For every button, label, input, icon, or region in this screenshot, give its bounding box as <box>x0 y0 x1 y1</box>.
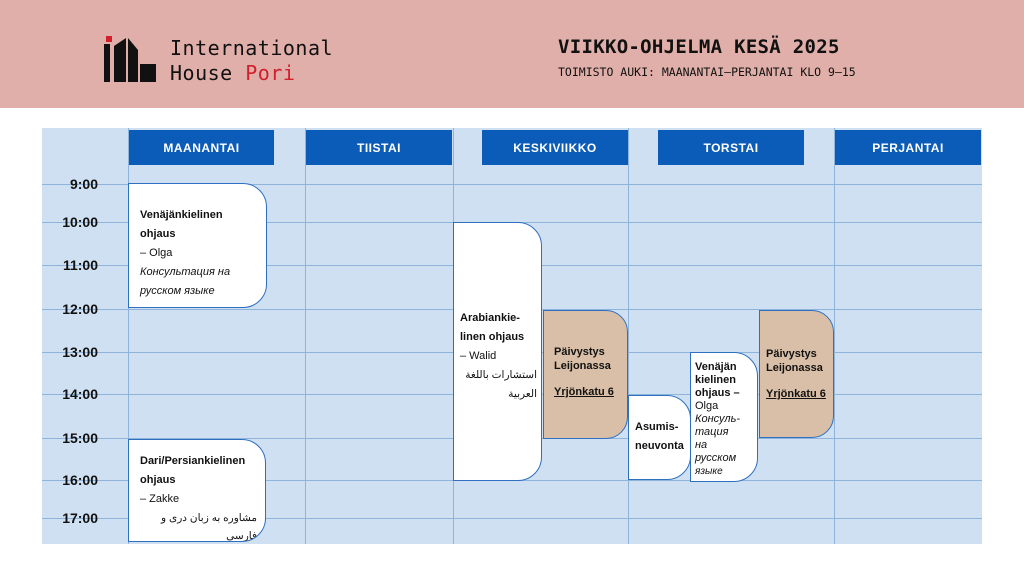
event-title: linen ohjaus <box>460 331 525 343</box>
time-label: 15:00 <box>62 430 98 446</box>
event-title: Leijonassa <box>554 360 611 372</box>
event-address-link[interactable]: Yrjönkatu 6 <box>554 386 614 398</box>
time-label: 9:00 <box>69 176 98 192</box>
event-russian-guidance-monday[interactable]: Venäjänkielinen ohjaus – Olga Консультац… <box>128 183 267 308</box>
page-subtitle: TOIMISTO AUKI: MAANANTAI–PERJANTAI KLO 9… <box>558 65 856 79</box>
event-title: Venäjänkielinen ohjaus <box>140 209 223 240</box>
day-header-thursday: TORSTAI <box>658 130 804 165</box>
event-presenter: Olga <box>695 400 719 412</box>
event-title: Dari/Persiankielinen ohjaus <box>140 455 246 486</box>
gridline <box>42 518 982 519</box>
event-native-text: тация <box>695 426 729 438</box>
event-arabic-guidance-wednesday[interactable]: Arabiankie- linen ohjaus – Walid استشارا… <box>453 222 542 481</box>
event-native-text: языке <box>695 466 723 477</box>
event-presenter: – Walid <box>460 350 497 362</box>
logo-line2: House Pori <box>170 61 333 86</box>
time-label: 11:00 <box>62 257 98 273</box>
event-presenter: – Zakke <box>140 493 180 505</box>
event-presenter: – Olga <box>140 247 173 259</box>
event-title: Leijonassa <box>766 362 823 374</box>
event-russian-guidance-thursday[interactable]: Venäjän kielinen ohjaus – Olga Консуль- … <box>690 352 758 482</box>
time-label: 12:00 <box>62 301 98 317</box>
event-native-text: مشاوره به زبان دری و فارسی <box>161 512 257 542</box>
logo-wordmark: International House Pori <box>170 36 333 86</box>
event-title: kielinen <box>695 374 736 386</box>
gridline <box>834 128 835 544</box>
event-title: Päivystys <box>554 346 605 358</box>
event-native-text: Консуль- <box>695 413 741 425</box>
house-logo-icon <box>104 36 156 82</box>
logo-word-house: House <box>170 61 233 85</box>
day-header-friday: PERJANTAI <box>835 130 981 165</box>
event-title: Asumis- <box>635 421 679 433</box>
logo-line1: International <box>170 36 334 60</box>
event-title: neuvonta <box>635 440 684 452</box>
event-native-text: русском <box>695 452 737 464</box>
header-banner: International House Pori VIIKKO-OHJELMA … <box>0 0 1024 108</box>
event-dari-persian-guidance-monday[interactable]: Dari/Persiankielinen ohjaus – Zakke مشاو… <box>128 439 266 542</box>
gridline <box>42 184 982 185</box>
event-native-text: на <box>695 439 708 451</box>
time-label: 14:00 <box>62 386 98 402</box>
event-native-text: русском языке <box>140 285 215 297</box>
event-native-text: Консультация на <box>140 266 231 278</box>
time-label: 13:00 <box>62 344 98 360</box>
logo-word-pori: Pori <box>245 61 296 85</box>
page-title: VIIKKO-OHJELMA KESÄ 2025 <box>558 36 840 58</box>
gridline <box>628 128 629 544</box>
day-header-tuesday: TIISTAI <box>306 130 452 165</box>
time-label: 17:00 <box>62 510 98 526</box>
day-header-wednesday: KESKIVIIKKO <box>482 130 628 165</box>
event-title: ohjaus – <box>695 387 740 399</box>
event-leijona-duty-thursday[interactable]: Päivystys Leijonassa Yrjönkatu 6 <box>759 310 834 438</box>
time-label: 16:00 <box>62 472 98 488</box>
time-label: 10:00 <box>62 214 98 230</box>
gridline <box>128 128 129 544</box>
event-title: Päivystys <box>766 348 817 360</box>
day-header-monday: MAANANTAI <box>129 130 274 165</box>
event-title: Arabiankie- <box>460 312 520 324</box>
event-housing-advice-thursday[interactable]: Asumis- neuvonta <box>628 395 691 480</box>
event-native-text: استشارات باللغة العربية <box>465 369 537 400</box>
event-leijona-duty-wednesday[interactable]: Päivystys Leijonassa Yrjönkatu 6 <box>543 310 628 439</box>
event-title: Venäjän <box>695 361 737 373</box>
gridline <box>305 128 306 544</box>
event-address-link[interactable]: Yrjönkatu 6 <box>766 388 826 400</box>
